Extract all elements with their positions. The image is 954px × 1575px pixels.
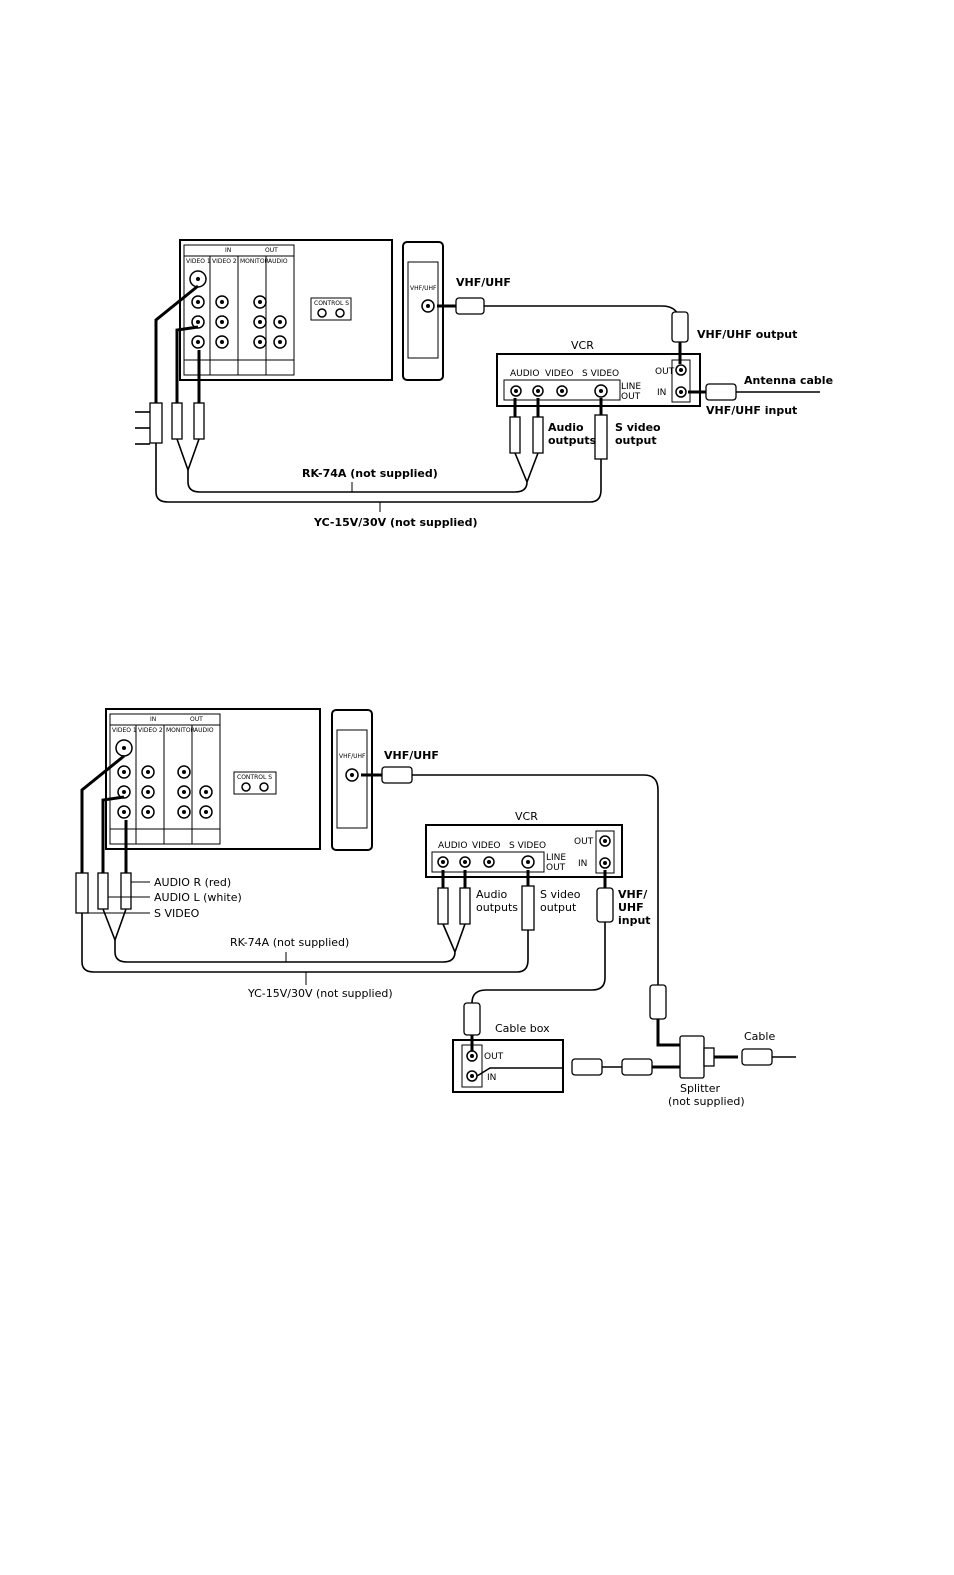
d2-cable-box-out-label: OUT <box>484 1052 504 1062</box>
d2-vcr-video-label: VIDEO <box>472 841 501 851</box>
d2-audio-l-label: AUDIO L (white) <box>154 891 242 904</box>
d2-splitter-label-2: (not supplied) <box>668 1095 745 1108</box>
d2-audio-r-label: AUDIO R (red) <box>154 876 231 889</box>
d1-vcr-label: VCR <box>571 339 594 352</box>
tv2-panel-in-label: IN <box>150 716 156 723</box>
diagram-2: IN OUT VIDEO 1 VIDEO 2 MONITOR AUDIO CON <box>75 708 796 1108</box>
d1-audio-outputs-label-2: outputs <box>548 434 597 447</box>
vcr-to-cable-box <box>463 922 606 1055</box>
tv-panel-monitor-label: MONITOR <box>240 258 269 265</box>
tv-rear-panel-2: IN OUT VIDEO 1 VIDEO 2 MONITOR AUDIO CON <box>105 708 373 851</box>
d1-vcr-out-label: OUT <box>655 367 675 377</box>
d1-yc15v-label: YC-15V/30V (not supplied) <box>313 516 478 529</box>
control-s-label-2: CONTROL S <box>237 774 272 781</box>
splitter <box>679 1035 796 1079</box>
tv-side-plugs-1 <box>135 284 205 445</box>
tv-panel-video2-label: VIDEO 2 <box>212 258 237 265</box>
tv-antenna-label-1: VHF/UHF <box>410 285 437 292</box>
d2-cable-box-body <box>452 1039 564 1093</box>
tv-antenna-label-2: VHF/UHF <box>339 753 366 760</box>
d2-s-video-plug-label: S VIDEO <box>154 907 200 920</box>
tv2-panel-monitor-label: MONITOR <box>166 727 195 734</box>
tv2-panel-video1-label: VIDEO 1 <box>112 727 137 734</box>
control-s-label: CONTROL S <box>314 300 349 307</box>
vcr-side-plugs-2 <box>437 870 614 931</box>
tv-jacks-grid-1 <box>191 295 287 349</box>
d2-vcr-label: VCR <box>515 810 538 823</box>
vcr-1: VCR AUDIO VIDEO S VIDEO LINE OUT OUT IN <box>496 339 701 407</box>
antenna-cable-1 <box>688 383 820 401</box>
d2-cable-label: Cable <box>744 1030 775 1043</box>
d1-s-video-output-label-1: S video <box>615 421 661 434</box>
splitter-body <box>679 1035 705 1079</box>
d2-yc15v-label: YC-15V/30V (not supplied) <box>247 987 393 1000</box>
tv-side-plugs-2 <box>75 754 150 914</box>
tv-antenna-panel-1 <box>402 241 444 381</box>
splitter-to-cable-box <box>571 1058 680 1076</box>
tv-rear-panel-1: IN OUT VIDEO 1 VIDEO 2 MONITOR AUDIO <box>179 239 444 381</box>
diagram-1: IN OUT VIDEO 1 VIDEO 2 MONITOR AUDIO <box>135 239 833 529</box>
d1-vcr-video-label: VIDEO <box>545 369 574 379</box>
audio-video-cables-2 <box>81 908 529 985</box>
d1-audio-outputs-label-1: Audio <box>548 421 584 434</box>
tv-panel-audio-label: AUDIO <box>268 258 288 265</box>
d2-vcr-audio-label: AUDIO <box>438 841 467 851</box>
tv2-panel-video2-label: VIDEO 2 <box>138 727 163 734</box>
d2-vcr-line-label: LINE <box>546 853 566 863</box>
antenna-coax-1 <box>437 297 689 364</box>
d2-vhf-input-label-3: input <box>618 914 651 927</box>
d2-s-video-output-label-1: S video <box>540 888 581 901</box>
tv-panel-video1-label: VIDEO 1 <box>186 258 211 265</box>
tv-panel-out-label: OUT <box>265 247 278 254</box>
d2-vhf-input-label-2: UHF <box>618 901 644 914</box>
d2-vcr-body <box>425 824 623 878</box>
tv2-panel-out-label: OUT <box>190 716 203 723</box>
d2-vcr-out-label: OUT <box>574 837 594 847</box>
tv2-panel-audio-label: AUDIO <box>194 727 214 734</box>
d1-vcr-audio-label: AUDIO <box>510 369 539 379</box>
tv-jacks-grid-2 <box>117 765 213 819</box>
d2-vcr-line-out-label: OUT <box>546 863 566 873</box>
d2-cable-box-label: Cable box <box>495 1022 550 1035</box>
d1-vcr-line-label: LINE <box>621 382 641 392</box>
d2-s-video-output-label-2: output <box>540 901 577 914</box>
control-s-box-2 <box>233 771 277 795</box>
d1-vcr-s-video-label: S VIDEO <box>582 369 619 379</box>
d2-splitter-label-1: Splitter <box>680 1082 720 1095</box>
d2-vcr-s-video-label: S VIDEO <box>509 841 546 851</box>
d1-vhf-uhf-input-label: VHF/UHF input <box>706 404 797 417</box>
tv-panel-in-label: IN <box>225 247 231 254</box>
cable-box: Cable box OUT IN <box>452 1022 564 1093</box>
d2-cable-box-in-label: IN <box>487 1073 496 1083</box>
d2-vhf-uhf-label: VHF/UHF <box>384 749 439 762</box>
d1-vcr-body <box>496 353 701 407</box>
d1-rk74a-label: RK-74A (not supplied) <box>302 467 438 480</box>
d1-vcr-line-out-label: OUT <box>621 392 641 402</box>
d2-audio-outputs-label-2: outputs <box>476 901 518 914</box>
d1-vhf-uhf-label: VHF/UHF <box>456 276 511 289</box>
d2-vhf-input-label-1: VHF/ <box>618 888 648 901</box>
d1-vhf-uhf-output-label: VHF/UHF output <box>697 328 797 341</box>
antenna-coax-2 <box>361 766 680 1047</box>
d1-vcr-in-label: IN <box>657 388 666 398</box>
control-s-box <box>310 297 352 321</box>
d1-s-video-output-label-2: output <box>615 434 657 447</box>
d2-audio-outputs-label-1: Audio <box>476 888 508 901</box>
d1-antenna-cable-label: Antenna cable <box>744 374 833 387</box>
tv-antenna-panel-2 <box>331 709 373 851</box>
audio-video-cables-1 <box>155 438 602 512</box>
d2-rk74a-label: RK-74A (not supplied) <box>230 936 349 949</box>
vcr-2: VCR AUDIO VIDEO S VIDEO LINE OUT OUT IN <box>425 810 623 878</box>
d2-vcr-in-label: IN <box>578 859 587 869</box>
